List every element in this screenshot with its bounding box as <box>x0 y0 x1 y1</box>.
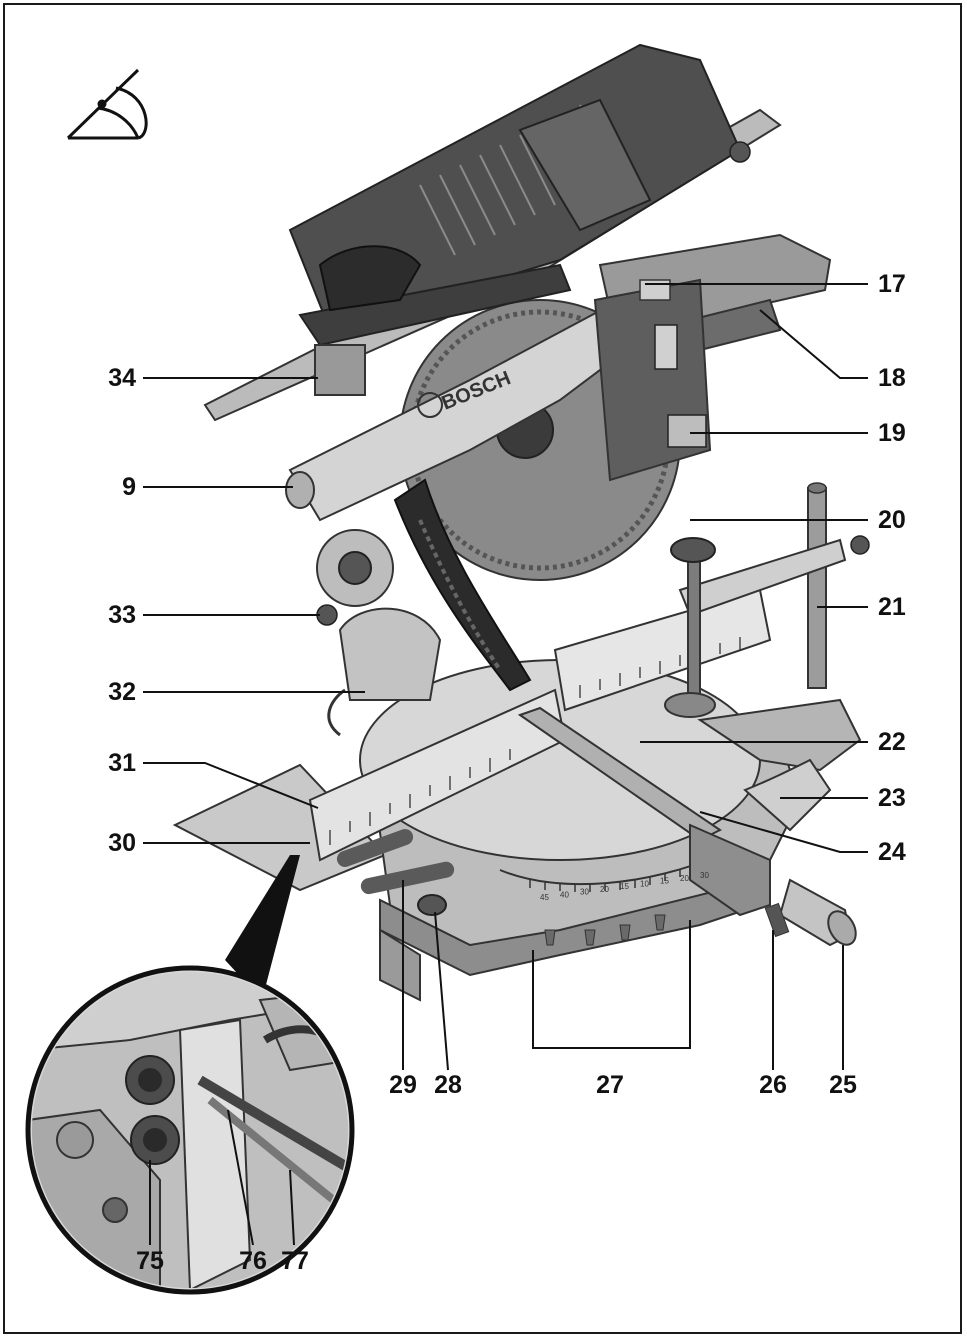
upper-table <box>203 43 782 422</box>
callout-24: 24 <box>878 838 906 866</box>
callout-18: 18 <box>878 364 906 392</box>
mitre-scale-number: 15 <box>620 882 629 891</box>
mitre-scale-number: 20 <box>680 874 689 883</box>
callout-34: 34 <box>108 364 136 392</box>
callout-75: 75 <box>136 1247 164 1275</box>
mitre-scale-number: 10 <box>640 879 649 888</box>
callout-19: 19 <box>878 419 906 447</box>
callout-27: 27 <box>596 1071 624 1099</box>
callout-22: 22 <box>878 728 906 756</box>
mitre-scale-ticks <box>529 869 681 892</box>
callout-32: 32 <box>108 678 136 706</box>
material-clamp <box>664 482 870 718</box>
leader-lines <box>143 283 868 1071</box>
blade-guard <box>393 478 532 692</box>
mitre-scale-number: 40 <box>560 890 569 899</box>
detail-zoom-circle <box>25 965 355 1295</box>
callout-33: 33 <box>108 601 136 629</box>
callout-17: 17 <box>878 270 906 298</box>
motor-handle <box>593 233 832 482</box>
figure-border <box>3 3 962 1334</box>
callout-26: 26 <box>759 1071 787 1099</box>
length-stop <box>517 706 771 917</box>
callout-31: 31 <box>108 749 136 777</box>
mitre-scale-number: 30 <box>580 888 589 897</box>
callout-25: 25 <box>829 1071 857 1099</box>
callout-77: 77 <box>281 1247 309 1275</box>
mitre-scale-number: 15 <box>660 877 669 886</box>
bevel-hub <box>316 529 442 737</box>
callout-29: 29 <box>389 1071 417 1099</box>
mitre-scale-number: 30 <box>700 871 709 880</box>
callout-30: 30 <box>108 829 136 857</box>
mitre-scale-number: 20 <box>600 885 609 894</box>
callout-20: 20 <box>878 506 906 534</box>
mitre-lock-knob <box>764 878 857 947</box>
callout-21: 21 <box>878 593 906 621</box>
callout-9: 9 <box>122 473 136 501</box>
callout-28: 28 <box>434 1071 462 1099</box>
angle-symbol-icon <box>66 68 148 140</box>
callout-76: 76 <box>239 1247 267 1275</box>
callout-23: 23 <box>878 784 906 812</box>
mitre-scale-number: 45 <box>540 893 549 902</box>
zoom-wedge <box>225 855 300 1000</box>
